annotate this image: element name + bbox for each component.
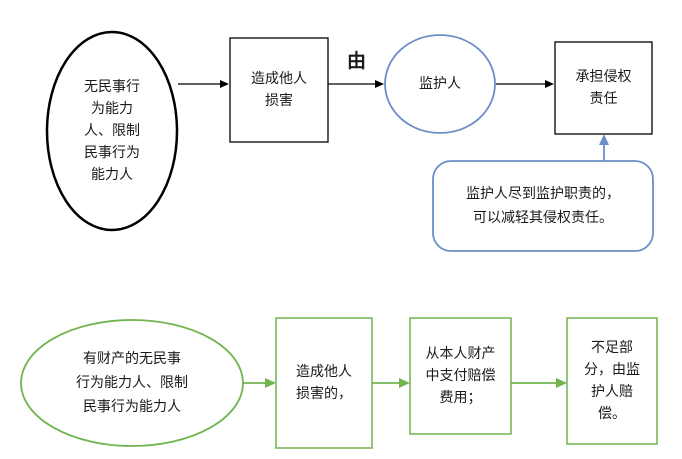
bottom-payment-box-label: 从本人财产 中支付赔偿 费用； — [425, 346, 496, 406]
top-arrow-guardian-to-liability — [496, 80, 554, 88]
top-start-ellipse-shape — [45, 30, 179, 232]
top-damage-box-shape — [229, 37, 329, 143]
bottom-shortfall-box-shape — [566, 317, 658, 445]
bottom-arrow-start-to-damage — [243, 378, 276, 388]
bottom-payment-box: 从本人财产 中支付赔偿 费用； — [410, 318, 511, 434]
top-start-ellipse-label-box: 无民事行 为能力 人、限制 民事行为 能力人 — [58, 68, 166, 194]
top-start-ellipse-label: 无民事行 为能力 人、限制 民事行为 能力人 — [84, 79, 140, 183]
top-arrow-damage-to-guardian — [328, 80, 384, 88]
top-damage-box-label: 造成他人 损害 — [251, 71, 307, 109]
top-guardian-circle: 监护人 — [385, 35, 495, 133]
bottom-damage-box: 造成他人 损害的， — [276, 318, 372, 448]
top-arrow-label: 由 — [347, 50, 367, 72]
top-guardian-circle-shape — [384, 34, 496, 134]
top-note-box: 监护人尽到监护职责的， 可以减轻其侵权责任。 — [433, 161, 653, 251]
bottom-damage-box-shape — [275, 317, 373, 449]
bottom-start-ellipse-label-box: 有财产的无民事 行为能力人、限制 民事行为能力人 — [42, 340, 222, 426]
top-note-box-shape — [432, 160, 654, 252]
bottom-shortfall-box: 不足部 分，由监 护人赔 偿。 — [567, 318, 657, 444]
bottom-start-ellipse-label: 有财产的无民事 行为能力人、限制 民事行为能力人 — [76, 351, 188, 415]
bottom-shortfall-box-label: 不足部 分，由监 护人赔 偿。 — [584, 340, 640, 422]
bottom-payment-box-shape — [409, 317, 512, 435]
top-liability-box: 承担侵权 责任 — [555, 42, 652, 134]
top-liability-box-shape — [554, 41, 653, 135]
top-note-box-label: 监护人尽到监护职责的， 可以减轻其侵权责任。 — [466, 186, 620, 226]
top-arrow-note-to-liability — [599, 134, 609, 161]
top-guardian-circle-label: 监护人 — [419, 76, 461, 92]
bottom-arrow-damage-to-payment — [372, 378, 410, 388]
bottom-damage-box-label: 造成他人 损害的， — [296, 364, 352, 402]
top-damage-box: 造成他人 损害 — [230, 38, 328, 142]
bottom-arrow-payment-to-shortfall — [511, 378, 567, 388]
top-liability-box-label: 承担侵权 责任 — [575, 69, 632, 107]
top-arrow-start-to-damage — [178, 80, 229, 88]
